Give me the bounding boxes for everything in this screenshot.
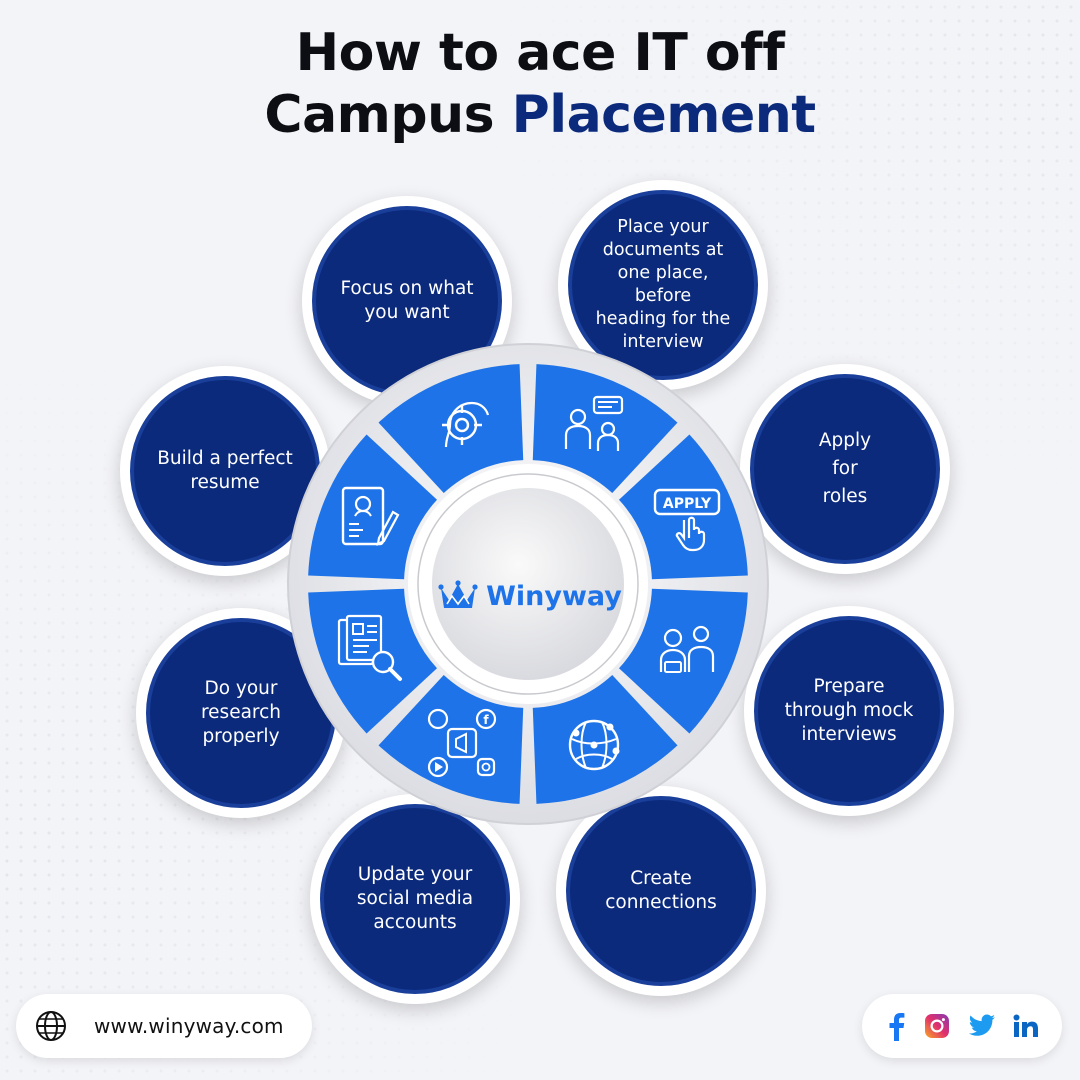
- brand-name: Winyway: [486, 580, 622, 612]
- twitter-icon[interactable]: [968, 1014, 996, 1038]
- step-social-media-label: Update your social media accounts: [320, 804, 510, 994]
- page-title: How to ace IT off Campus Placement: [0, 22, 1080, 146]
- crown-icon: [438, 580, 478, 608]
- title-plain: Campus: [264, 85, 512, 145]
- globe-icon: [36, 1011, 66, 1041]
- website-pill[interactable]: www.winyway.com: [16, 994, 312, 1058]
- step-connections-label: Create connections: [566, 796, 756, 986]
- document-search-icon: [331, 612, 407, 688]
- social-links: [862, 994, 1062, 1058]
- title-accent: Placement: [511, 85, 816, 145]
- step-mock-interviews-label: Prepare through mock interviews: [754, 616, 944, 806]
- wheel-segment: [532, 674, 678, 804]
- step-apply-circle: Apply for roles: [740, 364, 950, 574]
- step-documents-label: Place your documents at one place, befor…: [568, 190, 758, 380]
- social-media-icon: f: [424, 705, 500, 781]
- step-apply-label: Apply for roles: [750, 374, 940, 564]
- network-globe-icon: [556, 705, 632, 781]
- linkedin-icon[interactable]: [1013, 1014, 1039, 1038]
- wheel-segment: [618, 588, 748, 734]
- hub-center: [432, 488, 624, 680]
- wheel-segment: [532, 364, 678, 494]
- meeting-icon: [556, 387, 632, 463]
- step-resume-label: Build a perfect resume: [130, 376, 320, 566]
- step-documents-circle: Place your documents at one place, befor…: [558, 180, 768, 390]
- wheel-graphic: [287, 343, 769, 825]
- step-connections-circle: Create connections: [556, 786, 766, 996]
- wheel-segment: [618, 434, 748, 580]
- interview-icon: [649, 612, 725, 688]
- wheel-segment: [378, 674, 524, 804]
- center-wheel: APPLY f: [284, 340, 772, 828]
- step-social-media-circle: Update your social media accounts: [310, 794, 520, 1004]
- svg-text:f: f: [484, 713, 490, 727]
- apply-button-icon: APPLY: [649, 480, 725, 556]
- resume-icon: [331, 480, 407, 556]
- target-head-icon: [424, 387, 500, 463]
- instagram-icon[interactable]: [924, 1013, 950, 1039]
- title-line-2: Campus Placement: [0, 84, 1080, 146]
- website-url[interactable]: www.winyway.com: [94, 1014, 284, 1038]
- brand-logo: Winyway: [420, 548, 640, 644]
- wheel-segment: [308, 434, 438, 580]
- hub-ring-line: [417, 473, 639, 695]
- facebook-icon[interactable]: [885, 1011, 907, 1041]
- svg-text:APPLY: APPLY: [663, 496, 712, 512]
- step-mock-interviews-circle: Prepare through mock interviews: [744, 606, 954, 816]
- title-line-1: How to ace IT off: [295, 23, 785, 83]
